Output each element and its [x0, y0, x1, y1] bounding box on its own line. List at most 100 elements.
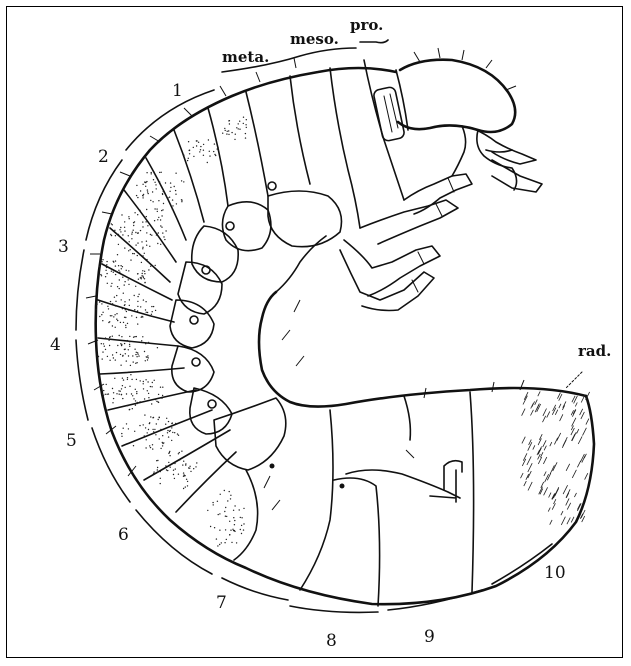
fold-7	[144, 430, 230, 480]
stipple-dot	[141, 262, 142, 263]
stipple-dot	[123, 293, 124, 294]
stipple-dot	[144, 273, 145, 274]
stipple-dot	[99, 316, 100, 317]
stipple-dot	[120, 265, 121, 266]
seg9-dorsal-fold	[404, 396, 410, 440]
stipple-dot	[122, 234, 123, 235]
stipple-dot	[165, 465, 166, 466]
stipple-dot	[143, 383, 144, 384]
fold-meta	[290, 76, 310, 184]
stipple-dot	[127, 379, 128, 380]
stipple-dot	[240, 529, 241, 530]
stipple-dot	[238, 123, 239, 124]
stipple-dot	[137, 323, 138, 324]
stipple-dot	[118, 265, 119, 266]
stipple-dot	[136, 317, 137, 318]
stipple-dot	[114, 297, 115, 298]
seg9-10-fold	[470, 392, 474, 592]
bracket-8	[290, 606, 378, 612]
stipple-dot	[137, 310, 138, 311]
leg-meso	[360, 200, 458, 244]
stipple-dot	[172, 199, 173, 200]
stipple-dot	[122, 238, 123, 239]
stipple-dot	[162, 443, 163, 444]
stipple-dot	[121, 268, 122, 269]
stipple-dot	[115, 359, 116, 360]
stipple-dot	[115, 265, 116, 266]
raster-hair	[528, 463, 532, 472]
stipple-dot	[169, 455, 170, 456]
stipple-dot	[174, 432, 175, 433]
stipple-dot	[148, 397, 149, 398]
stipple-dot	[113, 357, 114, 358]
stipple-dot	[164, 239, 165, 240]
stipple-dot	[132, 232, 133, 233]
stipple-dot	[129, 344, 130, 345]
stipple-dot	[120, 227, 121, 228]
stipple-dot	[102, 351, 103, 352]
stipple-dot	[219, 544, 220, 545]
stipple-dot	[179, 452, 180, 453]
stipple-dot	[152, 191, 153, 192]
stipple-dot	[116, 271, 117, 272]
stipple-dot	[167, 432, 168, 433]
stipple-dot	[137, 255, 138, 256]
stipple-dot	[108, 322, 109, 323]
stipple-dot	[181, 180, 182, 181]
stipple-dot	[143, 299, 144, 300]
seta	[296, 356, 304, 366]
raster-hair	[578, 436, 582, 444]
stipple-dot	[185, 486, 186, 487]
stipple-dot	[150, 416, 151, 417]
stipple-dot	[133, 230, 134, 231]
stipple-dot	[135, 354, 136, 355]
fold-meso	[330, 68, 360, 228]
fold-4	[102, 264, 172, 300]
stipple-dot	[165, 182, 166, 183]
stipple-dot	[241, 517, 242, 518]
stipple-dot	[101, 303, 102, 304]
stipple-dot	[229, 534, 230, 535]
fold-5	[98, 338, 178, 346]
seta	[102, 212, 112, 214]
stipple-dot	[172, 209, 173, 210]
stipple-dot	[179, 459, 180, 460]
stipple-dot	[153, 306, 154, 307]
stipple-dot	[138, 294, 139, 295]
stipple-dot	[137, 233, 138, 234]
stipple-dot	[158, 402, 159, 403]
raster-hair	[572, 434, 576, 441]
stipple-dot	[121, 394, 122, 395]
stipple-dot	[142, 247, 143, 248]
stipple-dot	[110, 315, 111, 316]
raster-hair	[549, 493, 551, 498]
label-seg-3: 3	[58, 237, 69, 257]
stipple-dot	[118, 244, 119, 245]
raster-hair	[554, 438, 557, 445]
lobe-7-lower	[234, 470, 258, 560]
stipple-dot	[243, 508, 244, 509]
stipple-dot	[121, 436, 122, 437]
seta	[150, 136, 160, 142]
stipple-dot	[141, 241, 142, 242]
stipple-dot	[234, 524, 235, 525]
stipple-dot	[142, 336, 143, 337]
stipple-dot	[148, 269, 149, 270]
stipple-dot	[100, 274, 101, 275]
stipple-dot	[113, 392, 114, 393]
stipple-dot	[120, 231, 121, 232]
stipple-dot	[162, 387, 163, 388]
seta	[220, 86, 226, 96]
stipple-dot	[148, 262, 149, 263]
stipple-dot	[229, 521, 230, 522]
stipple-dot	[105, 394, 106, 395]
raster-hair	[522, 437, 525, 444]
anal-structure-line	[346, 470, 460, 498]
stipple-dot	[195, 466, 196, 467]
prothoracic-spiracle	[373, 86, 405, 141]
stipple-dot	[188, 141, 189, 142]
stipple-dot	[136, 393, 137, 394]
stipple-dot	[146, 259, 147, 260]
raster-hair	[538, 447, 542, 454]
stipple-dot	[125, 387, 126, 388]
